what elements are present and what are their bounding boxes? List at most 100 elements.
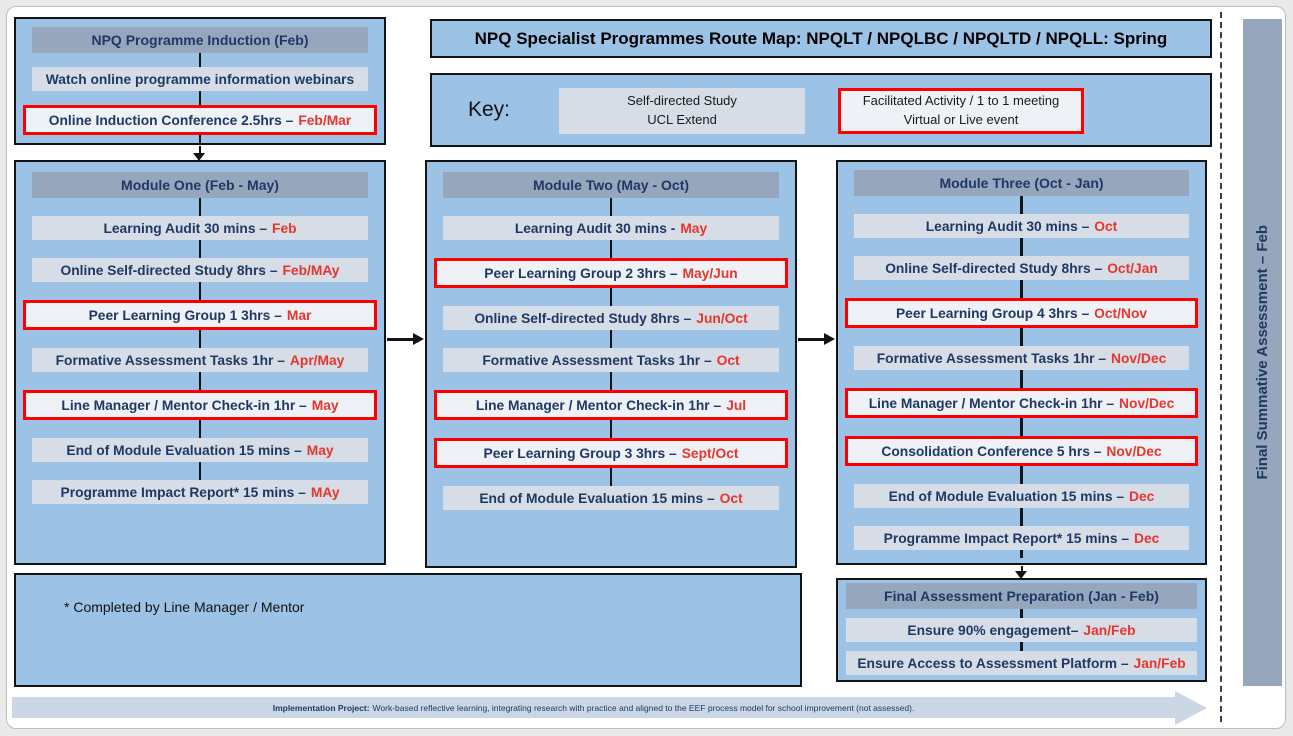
implementation-arrowhead-icon bbox=[1175, 690, 1207, 725]
summative-assessment-label: Final Summative Assessment – Feb bbox=[1254, 225, 1271, 480]
final-assessment-header: Final Assessment Preparation (Jan - Feb) bbox=[846, 583, 1197, 609]
connector-line bbox=[1020, 466, 1023, 484]
down-arrow-icon bbox=[193, 153, 205, 161]
step-date: Dec bbox=[1134, 530, 1160, 546]
flow-step: Online Self-directed Study 8hrs –Feb/MAy bbox=[32, 258, 368, 282]
right-arrow-icon bbox=[824, 332, 835, 345]
final-assessment-box: Final Assessment Preparation (Jan - Feb)… bbox=[836, 578, 1207, 682]
module-header: Module Three (Oct - Jan) bbox=[854, 170, 1189, 196]
connector-line bbox=[609, 240, 613, 258]
step-date: Dec bbox=[1129, 488, 1155, 504]
step-label: Online Self-directed Study 8hrs – bbox=[60, 262, 278, 278]
timeline-divider bbox=[1220, 12, 1222, 722]
step-date: Feb/Mar bbox=[298, 112, 352, 128]
connector-line bbox=[1020, 238, 1023, 256]
step-label: Formative Assessment Tasks 1hr – bbox=[876, 350, 1107, 366]
step-label: Peer Learning Group 2 3hrs – bbox=[484, 265, 678, 281]
connector-line bbox=[609, 288, 613, 306]
flow-step: Learning Audit 30 mins –Oct bbox=[854, 214, 1189, 238]
connector-line bbox=[1020, 280, 1023, 298]
down-arrow-line bbox=[198, 146, 201, 154]
step-date: Mar bbox=[286, 307, 312, 323]
connector-line bbox=[1020, 642, 1023, 651]
key-swatch-self-directed: Self-directed Study UCL Extend bbox=[559, 88, 805, 134]
step-label: Watch online programme information webin… bbox=[45, 71, 355, 87]
step-label: Programme Impact Report* 15 mins – bbox=[60, 484, 306, 500]
step-date: Jan/Feb bbox=[1083, 622, 1136, 638]
key-swatch-facilitated: Facilitated Activity / 1 to 1 meeting Vi… bbox=[838, 88, 1084, 134]
step-date: Oct bbox=[716, 352, 740, 368]
flow-step: Watch online programme information webin… bbox=[32, 67, 368, 91]
step-label: Line Manager / Mentor Check-in 1hr – bbox=[475, 397, 722, 413]
step-label: Peer Learning Group 4 3hrs – bbox=[895, 305, 1090, 321]
step-label: Peer Learning Group 3 3hrs – bbox=[483, 445, 677, 461]
step-label: Online Induction Conference 2.5hrs – bbox=[48, 112, 294, 128]
flow-step: Line Manager / Mentor Check-in 1hr –Nov/… bbox=[845, 388, 1198, 418]
connector-line bbox=[198, 420, 202, 438]
step-date: Jul bbox=[726, 397, 747, 413]
key-panel: Key: Self-directed Study UCL Extend Faci… bbox=[430, 73, 1212, 147]
route-map-title: NPQ Specialist Programmes Route Map: NPQ… bbox=[430, 19, 1212, 58]
step-date: Feb/MAy bbox=[282, 262, 340, 278]
step-date: Oct/Nov bbox=[1094, 305, 1148, 321]
step-label: Line Manager / Mentor Check-in 1hr – bbox=[61, 397, 307, 413]
down-arrow-icon bbox=[1015, 571, 1027, 579]
step-date: MAy bbox=[310, 484, 340, 500]
flow-step: Peer Learning Group 3 3hrs –Sept/Oct bbox=[434, 438, 788, 468]
step-label: Consolidation Conference 5 hrs – bbox=[881, 443, 1102, 459]
down-arrow-line bbox=[1020, 566, 1023, 573]
module-one-box: Module One (Feb - May) Learning Audit 30… bbox=[14, 160, 386, 565]
module-three-box: Module Three (Oct - Jan) Learning Audit … bbox=[836, 160, 1207, 565]
key-facilitated-line2: Virtual or Live event bbox=[903, 112, 1019, 127]
step-label: Line Manager / Mentor Check-in 1hr – bbox=[868, 395, 1115, 411]
note-box: * Completed by Line Manager / Mentor bbox=[14, 573, 802, 687]
step-label: Peer Learning Group 1 3hrs – bbox=[88, 307, 282, 323]
flow-step: Line Manager / Mentor Check-in 1hr –Jul bbox=[434, 390, 788, 420]
step-date: May bbox=[306, 442, 334, 458]
step-date: Nov/Dec bbox=[1119, 395, 1175, 411]
flow-step: Formative Assessment Tasks 1hr –Nov/Dec bbox=[854, 346, 1189, 370]
implementation-label-text: Work-based reflective learning, integrat… bbox=[372, 702, 915, 713]
step-label: Ensure Access to Assessment Platform – bbox=[857, 655, 1129, 671]
flow-step: Learning Audit 30 mins –Feb bbox=[32, 216, 368, 240]
step-label: End of Module Evaluation 15 mins – bbox=[479, 490, 715, 506]
connector-line bbox=[1020, 550, 1023, 558]
step-label: End of Module Evaluation 15 mins – bbox=[66, 442, 302, 458]
connector-line bbox=[609, 420, 613, 438]
step-date: Apr/May bbox=[289, 352, 345, 368]
connector-line bbox=[198, 240, 202, 258]
implementation-arrow: Implementation Project: Work-based refle… bbox=[12, 697, 1175, 718]
step-date: Oct/Jan bbox=[1107, 260, 1158, 276]
step-date: May/Jun bbox=[682, 265, 738, 281]
connector-line bbox=[198, 330, 202, 348]
step-date: Oct bbox=[719, 490, 743, 506]
connector-line bbox=[609, 468, 613, 486]
right-arrow-icon bbox=[413, 332, 424, 345]
flow-step: Formative Assessment Tasks 1hr –Apr/May bbox=[32, 348, 368, 372]
connector-line bbox=[198, 372, 202, 390]
induction-box: NPQ Programme Induction (Feb) Watch onli… bbox=[14, 17, 386, 145]
connector-line bbox=[1020, 196, 1023, 214]
connector-line bbox=[198, 462, 202, 480]
right-arrow-line bbox=[798, 338, 825, 341]
step-date: May bbox=[311, 397, 339, 413]
right-arrow-line bbox=[387, 338, 414, 341]
connector-line bbox=[1020, 609, 1023, 618]
connector-line bbox=[609, 372, 613, 390]
step-date: Jan/Feb bbox=[1133, 655, 1186, 671]
flow-step: End of Module Evaluation 15 mins –Oct bbox=[443, 486, 779, 510]
connector-line bbox=[609, 198, 613, 216]
flow-step: Online Self-directed Study 8hrs –Jun/Oct bbox=[443, 306, 779, 330]
connector-line bbox=[609, 330, 613, 348]
step-label: Online Self-directed Study 8hrs – bbox=[885, 260, 1103, 276]
connector-line bbox=[198, 135, 202, 143]
connector-line bbox=[198, 198, 202, 216]
connector-line bbox=[198, 282, 202, 300]
step-label: Learning Audit 30 mins - bbox=[514, 220, 676, 236]
flow-step: Programme Impact Report* 15 mins –Dec bbox=[854, 526, 1189, 550]
implementation-label-bold: Implementation Project: bbox=[272, 702, 370, 713]
key-self-line2: UCL Extend bbox=[647, 112, 717, 127]
step-label: End of Module Evaluation 15 mins – bbox=[888, 488, 1125, 504]
induction-header: NPQ Programme Induction (Feb) bbox=[32, 27, 368, 53]
